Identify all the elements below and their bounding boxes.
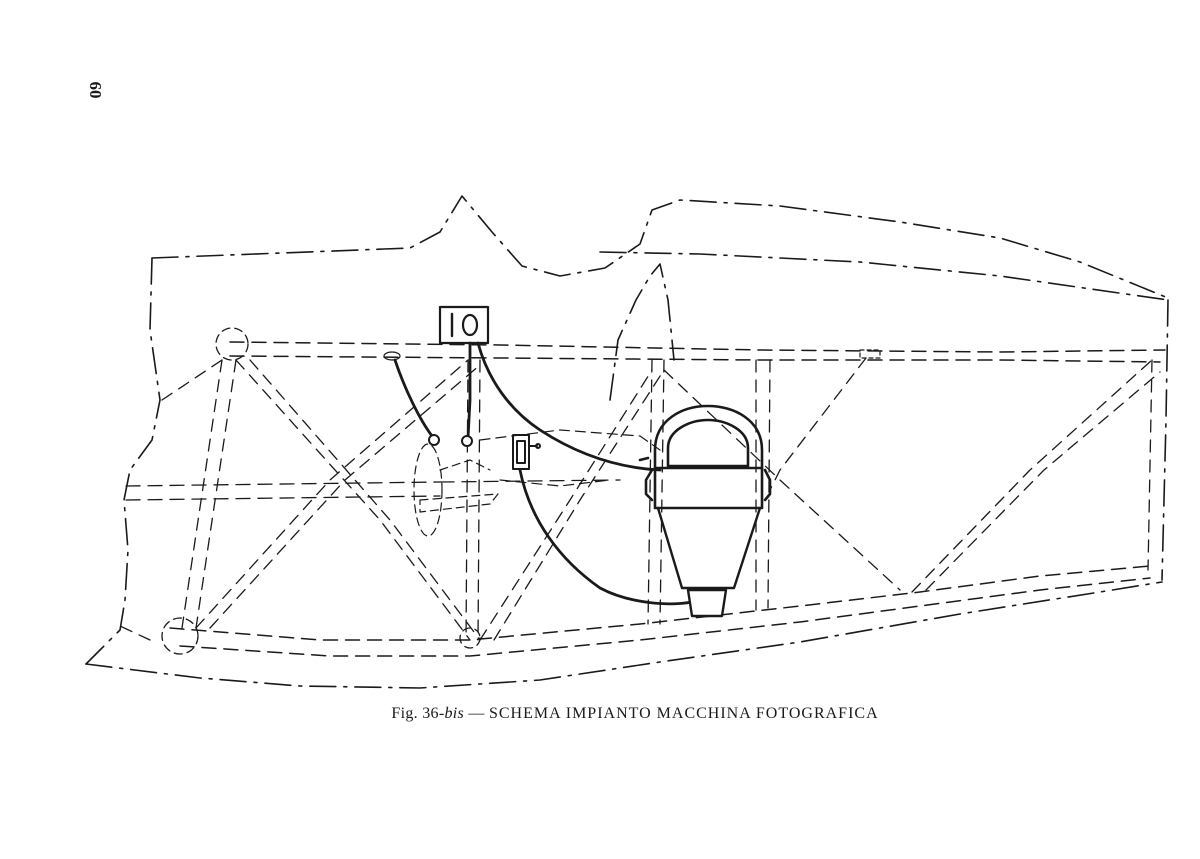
- caption-separator: —: [464, 705, 489, 722]
- control-column: [413, 443, 499, 537]
- diagonal-bracing: [119, 357, 1161, 641]
- fuselage-outline: [85, 195, 1169, 689]
- mid-members: [125, 479, 621, 501]
- cable-knobs: [428, 434, 473, 447]
- figure-caption: Fig. 36-bis — SCHEMA IMPIANTO MACCHINA F…: [0, 705, 1200, 723]
- release-switch: [512, 434, 541, 470]
- caption-italic: bis: [444, 705, 465, 722]
- control-box: [438, 305, 490, 345]
- camera-body: [638, 404, 772, 510]
- cockpit-seat: [479, 429, 661, 487]
- upper-longeron: [229, 341, 1166, 363]
- caption-prefix: Fig. 36-: [391, 705, 445, 722]
- vertical-struts: [181, 359, 1153, 641]
- joint-nodes: [161, 327, 481, 655]
- caption-title: SCHEMA IMPIANTO MACCHINA FOTOGRAFICA: [488, 705, 879, 722]
- camera-cables: [393, 341, 694, 606]
- longeron-fittings: [383, 349, 881, 361]
- camera-lens-cone: [656, 506, 762, 618]
